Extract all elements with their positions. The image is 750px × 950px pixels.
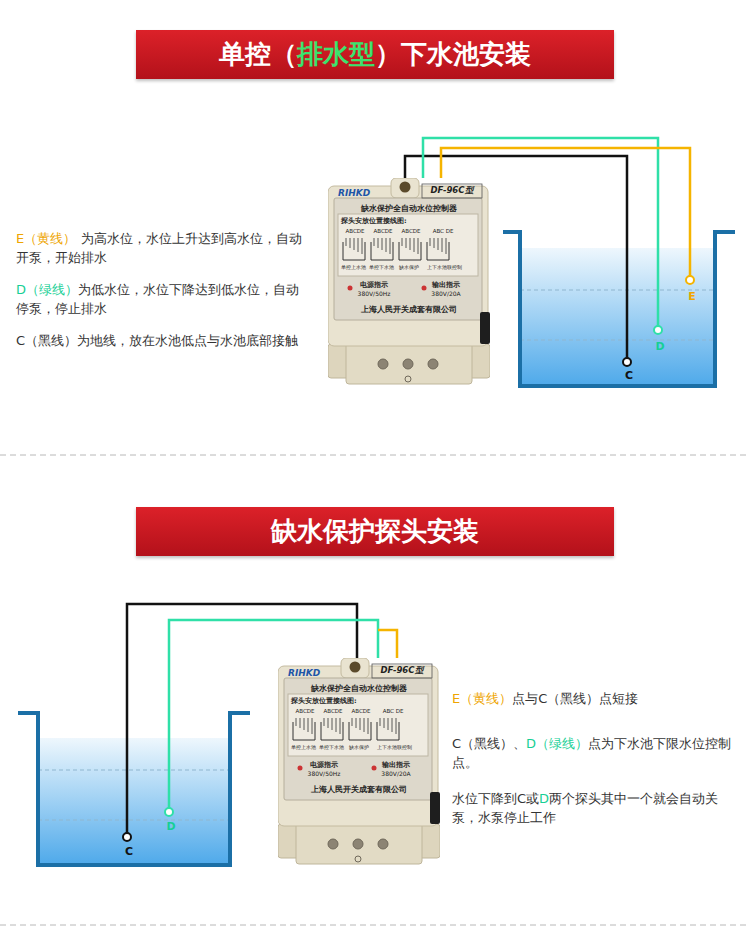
note-paragraph: D（绿线）为低水位，水位下降达到低水位，自动停泵，停止排水 — [16, 280, 308, 318]
banner-title: 缺水保护探头安装 — [271, 514, 479, 549]
model-number: DF-96C型 — [423, 186, 481, 195]
note-text: C（黑线） — [538, 691, 599, 706]
mode-caption: 缺水保护 — [395, 265, 423, 270]
probe — [623, 358, 631, 366]
mode-caption: 单控下水池 — [317, 745, 345, 750]
brand-logo: RIHKD — [338, 189, 378, 198]
probe-letter-box: D — [653, 341, 667, 353]
note-text: C（黑线）为地线，放在水池低点与水池底部接触 — [16, 333, 298, 348]
terminal-letters: ABC DE — [375, 709, 411, 715]
maker-name: 上海人民开关成套有限公司 — [336, 306, 482, 314]
power-rating: 380V/50Hz — [304, 771, 344, 777]
probe-letter-box: D — [164, 821, 178, 833]
water — [38, 738, 230, 865]
mode-caption: 单控上水池 — [339, 265, 367, 270]
probe-letter-box: C — [122, 846, 136, 858]
probe-letter: E — [688, 290, 696, 303]
power-rating: 380V/50Hz — [354, 291, 394, 297]
wiring-heading: 探头安放位置接线图: — [291, 698, 401, 705]
mode-caption: 上下水池联控制 — [423, 265, 465, 270]
probe-letter: D — [655, 340, 664, 353]
note-text: 点短接 — [599, 691, 638, 706]
mode-caption: 单控上水池 — [289, 745, 317, 750]
controller-device: RIHKDDF-96C型缺水保护全自动水位控制器探头安放位置接线图:ABCDEA… — [328, 178, 490, 390]
note-paragraph: E（黄线）点与C（黑线）点短接 — [452, 689, 744, 708]
probe — [654, 326, 662, 334]
note-text: D（绿线） — [16, 282, 78, 297]
title-banner: 单控（排水型）下水池安装 — [136, 30, 614, 79]
terminal-letters: ABC DE — [425, 229, 461, 235]
level-line — [520, 340, 715, 341]
wiring-heading: 探头安放位置接线图: — [341, 218, 451, 225]
mode-caption: 单控下水池 — [367, 265, 395, 270]
banner-title: 排水型 — [297, 37, 375, 72]
note-paragraph: 水位下降到C或D两个探头其中一个就会自动关泵，水泵停止工作 — [452, 789, 744, 827]
probe-letter-box: C — [622, 370, 636, 382]
yellow-wire — [378, 630, 397, 658]
note-text: 水位下降到C或 — [452, 791, 539, 806]
note-text: E（黄线） — [452, 691, 512, 706]
output-indicator: 输出指示 — [376, 762, 416, 769]
terminal-letters: ABCDE — [291, 709, 319, 715]
title-banner: 缺水保护探头安装 — [136, 507, 614, 556]
maker-name: 上海人民开关成套有限公司 — [286, 786, 432, 794]
model-number: DF-96C型 — [373, 666, 431, 675]
controller-device: RIHKDDF-96C型缺水保护全自动水位控制器探头安放位置接线图:ABCDEA… — [278, 658, 440, 870]
level-line — [520, 290, 715, 291]
note-paragraph: E（黄线）为高水位，水位上升达到高水位，自动开泵，开始排水 — [16, 229, 308, 267]
output-indicator: 输出指示 — [426, 282, 466, 289]
probe-letter: C — [125, 845, 133, 858]
note-text: E（黄线） — [16, 231, 76, 246]
probe — [123, 833, 131, 841]
banner-title: ）下水池安装 — [375, 37, 531, 72]
tank — [18, 713, 250, 865]
separator — [0, 455, 750, 456]
terminal-letters: ABCDE — [347, 709, 375, 715]
output-rating: 380V/20A — [426, 291, 466, 297]
mode-caption: 缺水保护 — [345, 745, 373, 750]
note-text: 点与 — [512, 691, 538, 706]
product-name: 缺水保护全自动水位控制器 — [300, 685, 418, 693]
separator — [0, 925, 750, 926]
power-indicator: 电源指示 — [354, 282, 394, 289]
terminal-letters: ABCDE — [397, 229, 425, 235]
note-text: D（绿线） — [526, 736, 588, 751]
probe — [165, 808, 173, 816]
power-indicator: 电源指示 — [304, 762, 344, 769]
mode-caption: 上下水池联控制 — [373, 745, 415, 750]
probe — [686, 276, 694, 284]
note-paragraph: C（黑线）、D（绿线）点为下水池下限水位控制点。 — [452, 734, 744, 772]
terminal-letters: ABCDE — [319, 709, 347, 715]
level-line — [38, 820, 230, 821]
output-rating: 380V/20A — [376, 771, 416, 777]
level-line — [38, 770, 230, 771]
note-paragraph: C（黑线）为地线，放在水池低点与水池底部接触 — [16, 331, 308, 350]
water — [520, 248, 715, 386]
brand-logo: RIHKD — [288, 669, 328, 678]
probe-letter: D — [166, 820, 175, 833]
probe-letter-box: E — [685, 291, 699, 303]
terminal-letters: ABCDE — [369, 229, 397, 235]
probe-letter: C — [625, 369, 633, 382]
note-text: C（黑线）、 — [452, 736, 526, 751]
tank — [503, 232, 735, 386]
note-text: D — [539, 791, 549, 806]
banner-title: 单控（ — [219, 37, 297, 72]
terminal-letters: ABCDE — [341, 229, 369, 235]
product-name: 缺水保护全自动水位控制器 — [350, 205, 468, 213]
